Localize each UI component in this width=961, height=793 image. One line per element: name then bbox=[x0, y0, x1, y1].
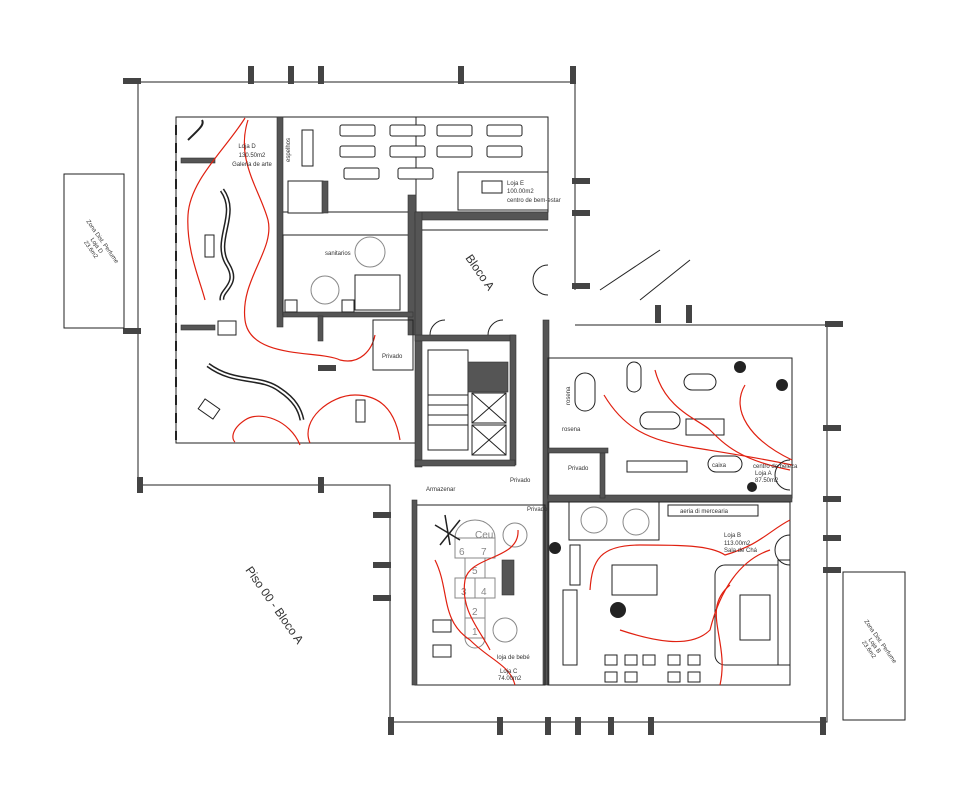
svg-text:sanitarios: sanitarios bbox=[325, 251, 351, 257]
svg-text:4: 4 bbox=[481, 587, 487, 598]
hopscotch bbox=[454, 519, 496, 649]
svg-text:6: 6 bbox=[459, 547, 465, 558]
svg-text:5: 5 bbox=[472, 566, 478, 577]
columns bbox=[123, 66, 843, 735]
tea-tables bbox=[562, 544, 701, 683]
svg-text:Bloco A: Bloco A bbox=[463, 252, 498, 293]
svg-text:Privado: Privado bbox=[382, 354, 403, 360]
svg-text:Privado: Privado bbox=[568, 466, 589, 472]
svg-text:Privado: Privado bbox=[527, 507, 548, 513]
perfume-zone-right: Zona Dist. Perfume Loja B 23.6m2 bbox=[842, 571, 906, 721]
svg-text:loja de bebé: loja de bebé bbox=[497, 655, 530, 661]
svg-text:2: 2 bbox=[472, 607, 478, 618]
room-loja-a: rosena rosena Privado caixa centro de be… bbox=[547, 357, 798, 503]
room-loja-c: Ceu 6 7 5 3 4 2 1 loja de bebé Loja C 74… bbox=[411, 499, 546, 686]
svg-text:87.50m2: 87.50m2 bbox=[755, 478, 779, 484]
svg-text:centro de beleza: centro de beleza bbox=[753, 464, 798, 470]
svg-text:Loja B: Loja B bbox=[724, 533, 741, 539]
svg-text:Galeria de arte: Galeria de arte bbox=[232, 162, 272, 168]
svg-text:espelhos: espelhos bbox=[286, 138, 292, 162]
room-loja-d: Loja D 130.50m2 Galeria de arte bbox=[175, 116, 417, 446]
svg-text:rosena: rosena bbox=[562, 427, 581, 433]
svg-text:Ceu: Ceu bbox=[475, 530, 493, 541]
svg-text:caixa: caixa bbox=[712, 463, 727, 469]
svg-text:rosena: rosena bbox=[566, 386, 572, 405]
svg-text:100.00m2: 100.00m2 bbox=[507, 189, 534, 195]
svg-text:Sala de Chá: Sala de Chá bbox=[724, 548, 758, 554]
svg-text:centro de bem-estar: centro de bem-estar bbox=[507, 198, 561, 204]
svg-text:Loja C: Loja C bbox=[500, 669, 518, 675]
svg-text:74.00m2: 74.00m2 bbox=[498, 676, 522, 682]
svg-text:Loja D: Loja D bbox=[238, 144, 256, 150]
svg-text:113.00m2: 113.00m2 bbox=[724, 541, 751, 547]
room-loja-b: aeria di mercearia Loja B 113.00m2 Sala … bbox=[547, 501, 791, 686]
svg-text:1: 1 bbox=[472, 627, 478, 638]
svg-text:130.50m2: 130.50m2 bbox=[239, 153, 266, 159]
stair-core: Armazenar Privado Privado bbox=[414, 334, 548, 513]
svg-text:Loja E: Loja E bbox=[507, 181, 524, 187]
perfume-zone-left: Zona Dist. Perfume Loja D 23.6m2 bbox=[63, 173, 125, 329]
svg-text:7: 7 bbox=[481, 547, 487, 558]
svg-text:Armazenar: Armazenar bbox=[426, 487, 455, 493]
svg-text:Loja A: Loja A bbox=[755, 471, 772, 477]
svg-text:Privado: Privado bbox=[510, 478, 531, 484]
room-sanitarios: sanitarios Privado bbox=[282, 194, 417, 371]
floor-title: Piso 00 - Bloco A bbox=[243, 564, 307, 647]
svg-text:aeria di mercearia: aeria di mercearia bbox=[680, 509, 729, 515]
